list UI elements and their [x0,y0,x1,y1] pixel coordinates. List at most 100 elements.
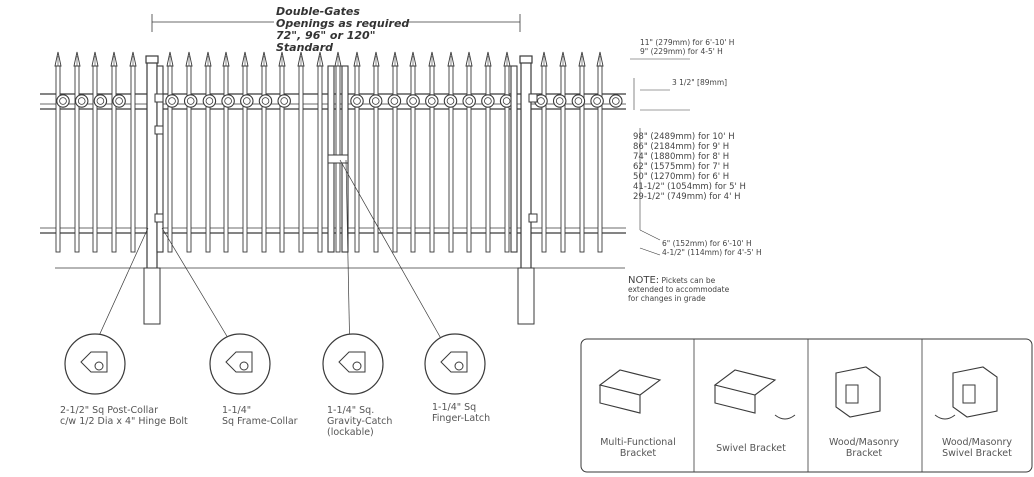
fence-picket [111,65,117,253]
note-head: NOTE: [628,275,660,286]
ring-ornament [93,94,108,108]
frame-collar-icon-bolt [239,361,249,371]
height-item: 98" (2489mm) for 10' H [633,132,735,142]
fence-picket [130,65,136,253]
fence-picket [354,65,360,253]
ring-ornament-inner [465,97,474,105]
ring-ornament [221,94,235,108]
ring-ornament [481,94,495,108]
hinge-collar [154,213,164,223]
gate-upright [510,65,518,253]
fence-picket [392,65,398,253]
gate-title-line4: Standard [276,41,334,54]
ring-ornament [425,94,439,108]
fence-picket [223,65,229,253]
note-line1: Pickets can be [661,276,716,285]
gravity-catch-icon-shape [338,351,366,373]
ring-ornament-inner [261,97,270,105]
ring-ornament [112,94,126,108]
ring-ornament-inner [409,97,417,105]
height-list: 98" (2489mm) for 10' H 86" (2184mm) for … [633,132,746,202]
fence-picket [167,65,173,253]
ring-ornament-inner [77,97,86,105]
hinge-collar [528,93,538,103]
post-footing [517,267,535,325]
ring-ornament-inner [186,97,195,105]
note-block: NOTE: Pickets can be extended to accommo… [628,275,729,304]
ring-ornament-inner [446,97,455,105]
fence-picket [298,65,304,253]
ring-ornament-inner [243,97,251,105]
ring-ornament-inner [574,97,583,105]
ring-ornament [202,94,217,108]
hinge-collar [154,93,164,103]
swivel-bracket-icon [713,369,777,396]
fence-picket [504,65,510,253]
height-item: 62" (1575mm) for 7' H [633,162,730,172]
hardware-caption-gravity-catch: 1-1/4" Sq. Gravity-Catch (lockable) [327,405,393,438]
height-item: 74" (1880mm) for 8' H [633,152,730,162]
ring-ornament-inner [205,97,214,105]
frame-collar-icon-shape [225,351,253,373]
fence-picket [466,65,472,253]
post-collar-icon-bolt [94,361,104,371]
ring-ornament-inner [555,97,564,105]
ring-ornament [183,94,198,108]
leader-finger-latch [339,159,453,359]
ring-ornament [368,94,383,108]
ring-ornament-inner [353,97,361,105]
ring-ornament-inner [537,97,545,105]
bottom-dimension-2: 4-1/2" (114mm) for 4'-5' H [662,248,762,257]
gate-upright [156,65,164,253]
fence-picket [317,65,323,253]
hinge-collar [154,125,164,135]
wood-swivel-bracket-icon-plate [962,384,976,404]
top-dimension-1: 11" (279mm) for 6'-10' H [640,38,735,47]
fence-picket [448,65,454,253]
fence-picket [541,65,547,253]
finger-latch-icon-bolt [454,361,464,371]
ring-ornament [74,94,89,108]
hardware-caption-post-collar: 2-1/2" Sq Post-Collar c/w 1/2 Dia x 4" H… [60,405,188,427]
ring-ornament-inner [611,97,620,105]
fence-picket [485,65,491,253]
rail-dimension: 3 1/2" [89mm] [672,78,728,87]
fence-picket [597,65,603,253]
leader-gravity-catch [345,159,351,361]
ring-ornament [387,94,402,108]
ring-ornament-inner [224,97,232,105]
ring-ornament [240,94,254,108]
fence-picket [242,65,248,253]
gate-title-line2: Openings as required [276,17,410,30]
bracket-caption-swivel: Swivel Bracket [716,443,786,454]
ring-ornament [165,94,179,108]
post-footing [143,267,161,325]
fence-picket [205,65,211,253]
fence-picket [579,65,585,253]
finger-latch-icon-shape [440,351,468,373]
ring-ornament-inner [59,97,67,105]
swivel-bracket-icon-swivel-arrow [774,414,796,420]
gate-latch [327,154,349,164]
ring-ornament [590,94,604,108]
ring-ornament-inner [484,97,492,105]
fence-picket [279,65,285,253]
wood-bracket-icon-plate [845,384,859,404]
post-collar-icon-shape [80,351,108,373]
ring-ornament-inner [96,97,105,105]
ring-ornament [56,94,70,108]
dimension-leader [639,247,661,256]
post-cap [519,55,533,64]
hardware-caption-frame-collar: 1-1/4" Sq Frame-Collar [222,405,298,427]
ring-ornament [258,94,273,108]
ring-ornament-inner [371,97,380,105]
height-item: 86" (2184mm) for 9' H [633,142,730,152]
ring-ornament [406,94,420,108]
ring-ornament-inner [280,97,289,105]
fence-picket [74,65,80,253]
ring-ornament-inner [168,97,176,105]
bottom-dimension-1: 6" (152mm) for 6'-10' H [662,239,752,248]
note-line3: for changes in grade [628,294,706,303]
ring-ornament [571,94,586,108]
